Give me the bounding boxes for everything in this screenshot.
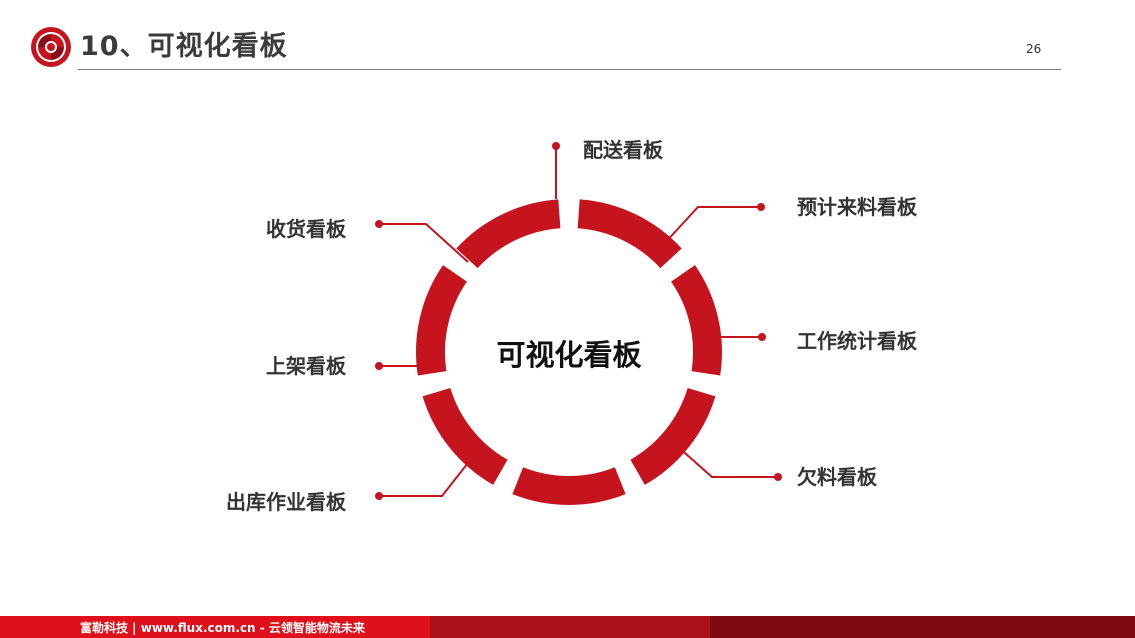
connector-dot — [552, 142, 560, 150]
connector-dot — [757, 203, 765, 211]
page-title: 10、可视化看板 — [80, 31, 288, 62]
node-label: 预计来料看板 — [797, 195, 918, 219]
connector-line — [676, 445, 778, 478]
connector-dot — [758, 333, 766, 341]
center-label: 可视化看板 — [496, 338, 642, 372]
connector-dot — [375, 492, 383, 500]
ring-segment — [422, 387, 508, 485]
node-label: 上架看板 — [266, 354, 347, 378]
connectors — [375, 142, 782, 500]
connector-line — [379, 223, 469, 263]
node-label: 工作统计看板 — [797, 329, 918, 353]
ring — [416, 199, 722, 505]
connector-dot — [375, 362, 383, 370]
ring-segment — [416, 265, 467, 376]
node-label: 收货看板 — [266, 217, 347, 241]
title-divider — [78, 69, 1061, 70]
node-label: 配送看板 — [583, 138, 664, 162]
connector-line — [662, 206, 761, 246]
footer-bar — [0, 616, 1135, 638]
ring-segment — [671, 265, 722, 376]
ring-segment — [456, 199, 561, 269]
ring-segment — [630, 387, 716, 485]
footer-segment — [430, 616, 710, 638]
footer-text: 富勒科技 | www.flux.com.cn - 云领智能物流未来 — [80, 621, 365, 635]
ring-segment — [512, 467, 626, 505]
connector-line — [379, 453, 476, 497]
node-label: 欠料看板 — [797, 465, 878, 489]
page-number: 26 — [1026, 42, 1042, 56]
node-label: 出库作业看板 — [226, 490, 347, 514]
connector-dot — [774, 473, 782, 481]
footer-segment — [710, 616, 1135, 638]
connector-dot — [375, 220, 383, 228]
swirl-logo-icon — [31, 27, 71, 67]
ring-segment — [577, 199, 682, 269]
footer-segment — [0, 616, 430, 638]
